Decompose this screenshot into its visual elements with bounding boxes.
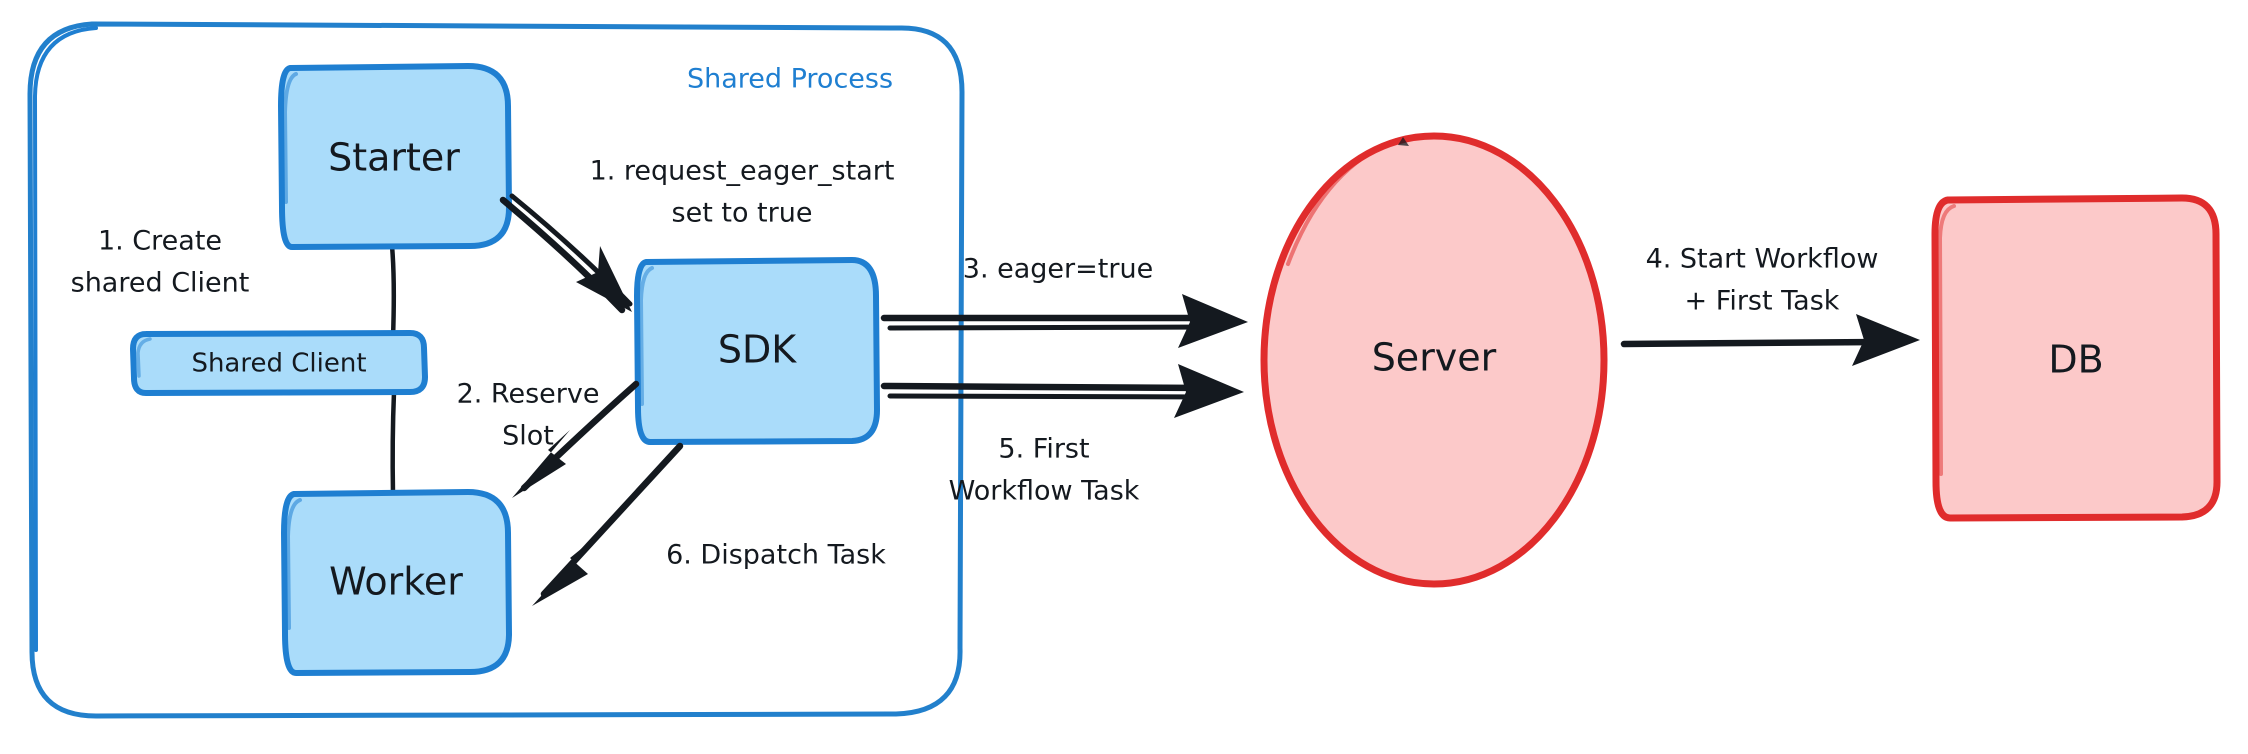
svg-text:set to true: set to true xyxy=(672,198,813,229)
node-sdk[interactable]: SDK xyxy=(634,257,880,445)
edge-label-create-shared-client: 1. Create shared Client xyxy=(71,226,250,299)
svg-text:Slot: Slot xyxy=(502,421,554,452)
svg-text:6. Dispatch Task: 6. Dispatch Task xyxy=(666,540,886,571)
edge-label-dispatch-task: 6. Dispatch Task xyxy=(666,540,886,571)
node-starter-label: Starter xyxy=(328,136,460,180)
svg-text:1. Create: 1. Create xyxy=(98,226,222,257)
node-server[interactable]: Server xyxy=(1260,132,1608,588)
svg-text:Workflow Task: Workflow Task xyxy=(949,476,1140,507)
node-db-label: DB xyxy=(2048,338,2103,382)
node-shared-client[interactable]: Shared Client xyxy=(130,330,428,396)
svg-text:2. Reserve: 2. Reserve xyxy=(457,379,600,410)
shared-process-label: Shared Process xyxy=(687,64,893,95)
node-db[interactable]: DB xyxy=(1931,194,2221,522)
node-worker-label: Worker xyxy=(329,560,463,604)
arrow-server-to-db xyxy=(1620,314,1920,366)
svg-text:4. Start Workflow: 4. Start Workflow xyxy=(1646,244,1879,275)
edge-label-start-workflow-first-task: 4. Start Workflow + First Task xyxy=(1646,244,1879,317)
node-server-label: Server xyxy=(1372,336,1497,380)
edge-label-reserve-slot: 2. Reserve Slot xyxy=(457,379,600,452)
arrow-sdk-to-worker-reserve xyxy=(512,380,640,498)
svg-text:5. First: 5. First xyxy=(998,434,1089,465)
svg-text:3. eager=true: 3. eager=true xyxy=(963,254,1153,285)
svg-text:+ First Task: + First Task xyxy=(1685,286,1840,317)
arrow-sdk-to-server-first-task xyxy=(880,364,1244,418)
edge-starter-shared-client-worker xyxy=(389,243,397,497)
edge-label-first-workflow-task: 5. First Workflow Task xyxy=(949,434,1140,507)
node-starter[interactable]: Starter xyxy=(278,63,512,250)
node-worker[interactable]: Worker xyxy=(281,489,512,676)
svg-text:shared Client: shared Client xyxy=(71,268,250,299)
edge-label-request-eager-start: 1. request_eager_start set to true xyxy=(590,156,895,229)
edge-label-eager-true: 3. eager=true xyxy=(963,254,1153,285)
node-shared-client-label: Shared Client xyxy=(191,349,366,379)
svg-text:1. request_eager_start: 1. request_eager_start xyxy=(590,156,895,187)
arrow-sdk-to-worker-dispatch xyxy=(532,442,684,606)
arrow-starter-to-sdk xyxy=(499,193,633,314)
shared-process-container: Shared Process xyxy=(27,21,965,719)
node-sdk-label: SDK xyxy=(718,328,797,372)
arrow-sdk-to-server-eager xyxy=(880,294,1248,348)
